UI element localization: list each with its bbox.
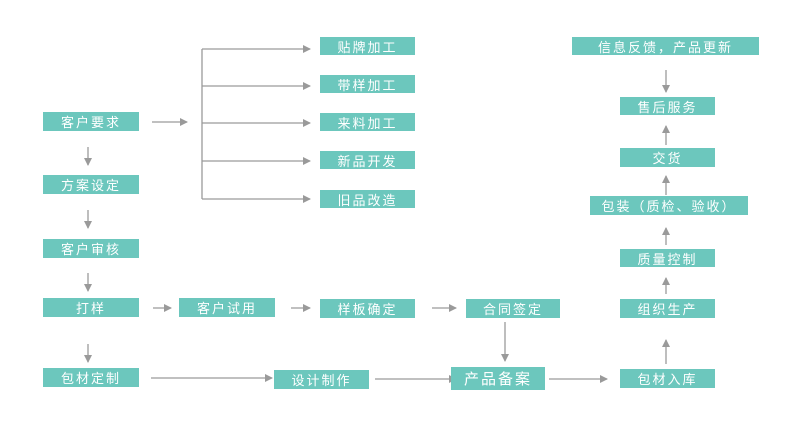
- node-customer-requirement: 客户要求: [43, 112, 139, 131]
- node-design-production: 设计制作: [274, 370, 369, 389]
- node-new-product-dev: 新品开发: [320, 151, 415, 170]
- node-product-filing: 产品备案: [451, 367, 545, 390]
- node-quality-control: 质量控制: [620, 249, 715, 268]
- node-material-processing: 来料加工: [320, 113, 415, 132]
- node-packing-inspection: 包装（质检、验收）: [590, 196, 748, 215]
- node-packaging-material: 包材定制: [43, 368, 139, 387]
- node-sample-confirm: 样板确定: [320, 299, 415, 318]
- node-after-sales: 售后服务: [620, 97, 715, 116]
- node-customer-trial: 客户试用: [179, 298, 275, 317]
- node-packaging-warehousing: 包材入库: [620, 369, 715, 388]
- node-organize-production: 组织生产: [620, 299, 715, 318]
- node-delivery: 交货: [620, 148, 715, 167]
- node-old-product-renovation: 旧品改造: [320, 190, 415, 209]
- node-oem-label: 贴牌加工: [320, 37, 415, 56]
- node-customer-review: 客户审核: [43, 239, 139, 258]
- node-sample-processing: 带样加工: [320, 75, 415, 94]
- node-plan-setting: 方案设定: [43, 175, 139, 194]
- node-contract-sign: 合同签定: [466, 299, 560, 318]
- node-sampling: 打样: [43, 298, 139, 317]
- node-info-feedback: 信息反馈，产品更新: [572, 37, 759, 56]
